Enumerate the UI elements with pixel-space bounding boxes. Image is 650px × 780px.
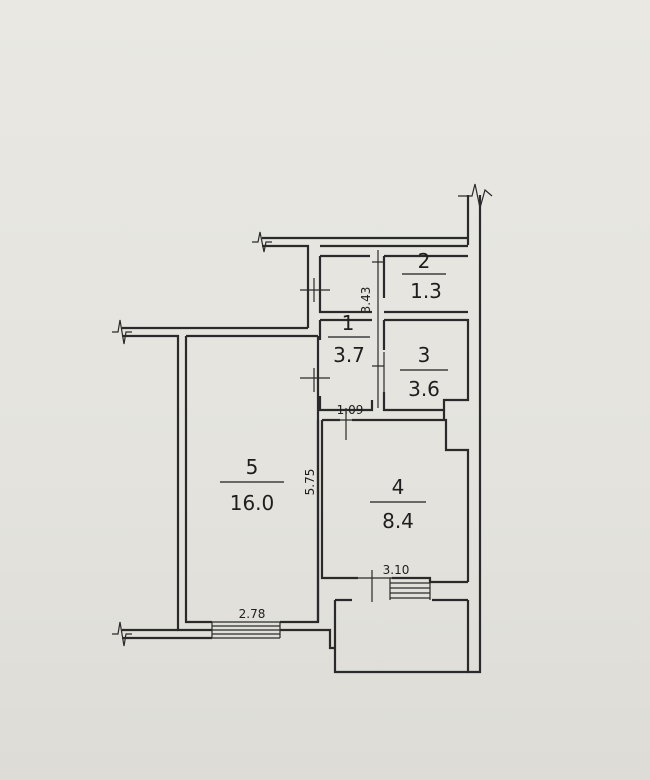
room-4-area: 8.4 [382,509,414,533]
window-room4 [389,577,431,600]
dimension-5-75: 5.75 [303,469,317,496]
room-4-number: 4 [392,475,405,499]
room-3-number: 3 [418,343,431,367]
room3-walls [382,318,470,412]
room-2-area: 1.3 [410,279,442,303]
bottom-room5-wall [122,400,335,650]
dimension-2-78: 2.78 [239,607,266,621]
balcony [333,598,468,674]
room-1-number: 1 [342,311,355,335]
dimension-3-43: 3.43 [359,287,373,314]
break-mark-bottom-left [112,621,132,647]
tick-room1-bottom [300,368,330,392]
room-3-label: 3 3.6 [400,343,448,401]
dim-310-line [358,570,392,602]
dimension-lines [300,250,392,602]
break-mark-top-left [252,231,272,253]
dim-343-line [372,250,384,408]
walls [122,195,482,674]
break-marks [112,183,493,647]
dimension-1-09: 1.09 [337,403,364,417]
room-1-area: 3.7 [333,343,365,367]
room-2-label: 2 1.3 [402,249,446,303]
room-1-label: 1 3.7 [328,311,370,367]
break-mark-top-right [458,183,493,209]
room-3-area: 3.6 [408,377,440,401]
left-room5-inner [184,336,212,624]
room4-walls [320,418,470,584]
dim-109-line [330,408,372,440]
windows [211,577,431,639]
dimension-3-10: 3.10 [383,563,410,577]
tick-room1-left [300,278,330,302]
break-mark-mid-left [112,319,132,345]
upper-left-wall [122,326,318,632]
room-5-label: 5 16.0 [220,455,284,515]
top-corridor-wall [262,236,468,328]
right-outer-wall [466,195,482,674]
room2-walls [318,254,468,314]
window-room5 [211,621,281,639]
room-5-area: 16.0 [230,491,275,515]
room-4-label: 4 8.4 [370,475,426,533]
room-5-number: 5 [246,455,259,479]
room-2-number: 2 [418,249,431,273]
